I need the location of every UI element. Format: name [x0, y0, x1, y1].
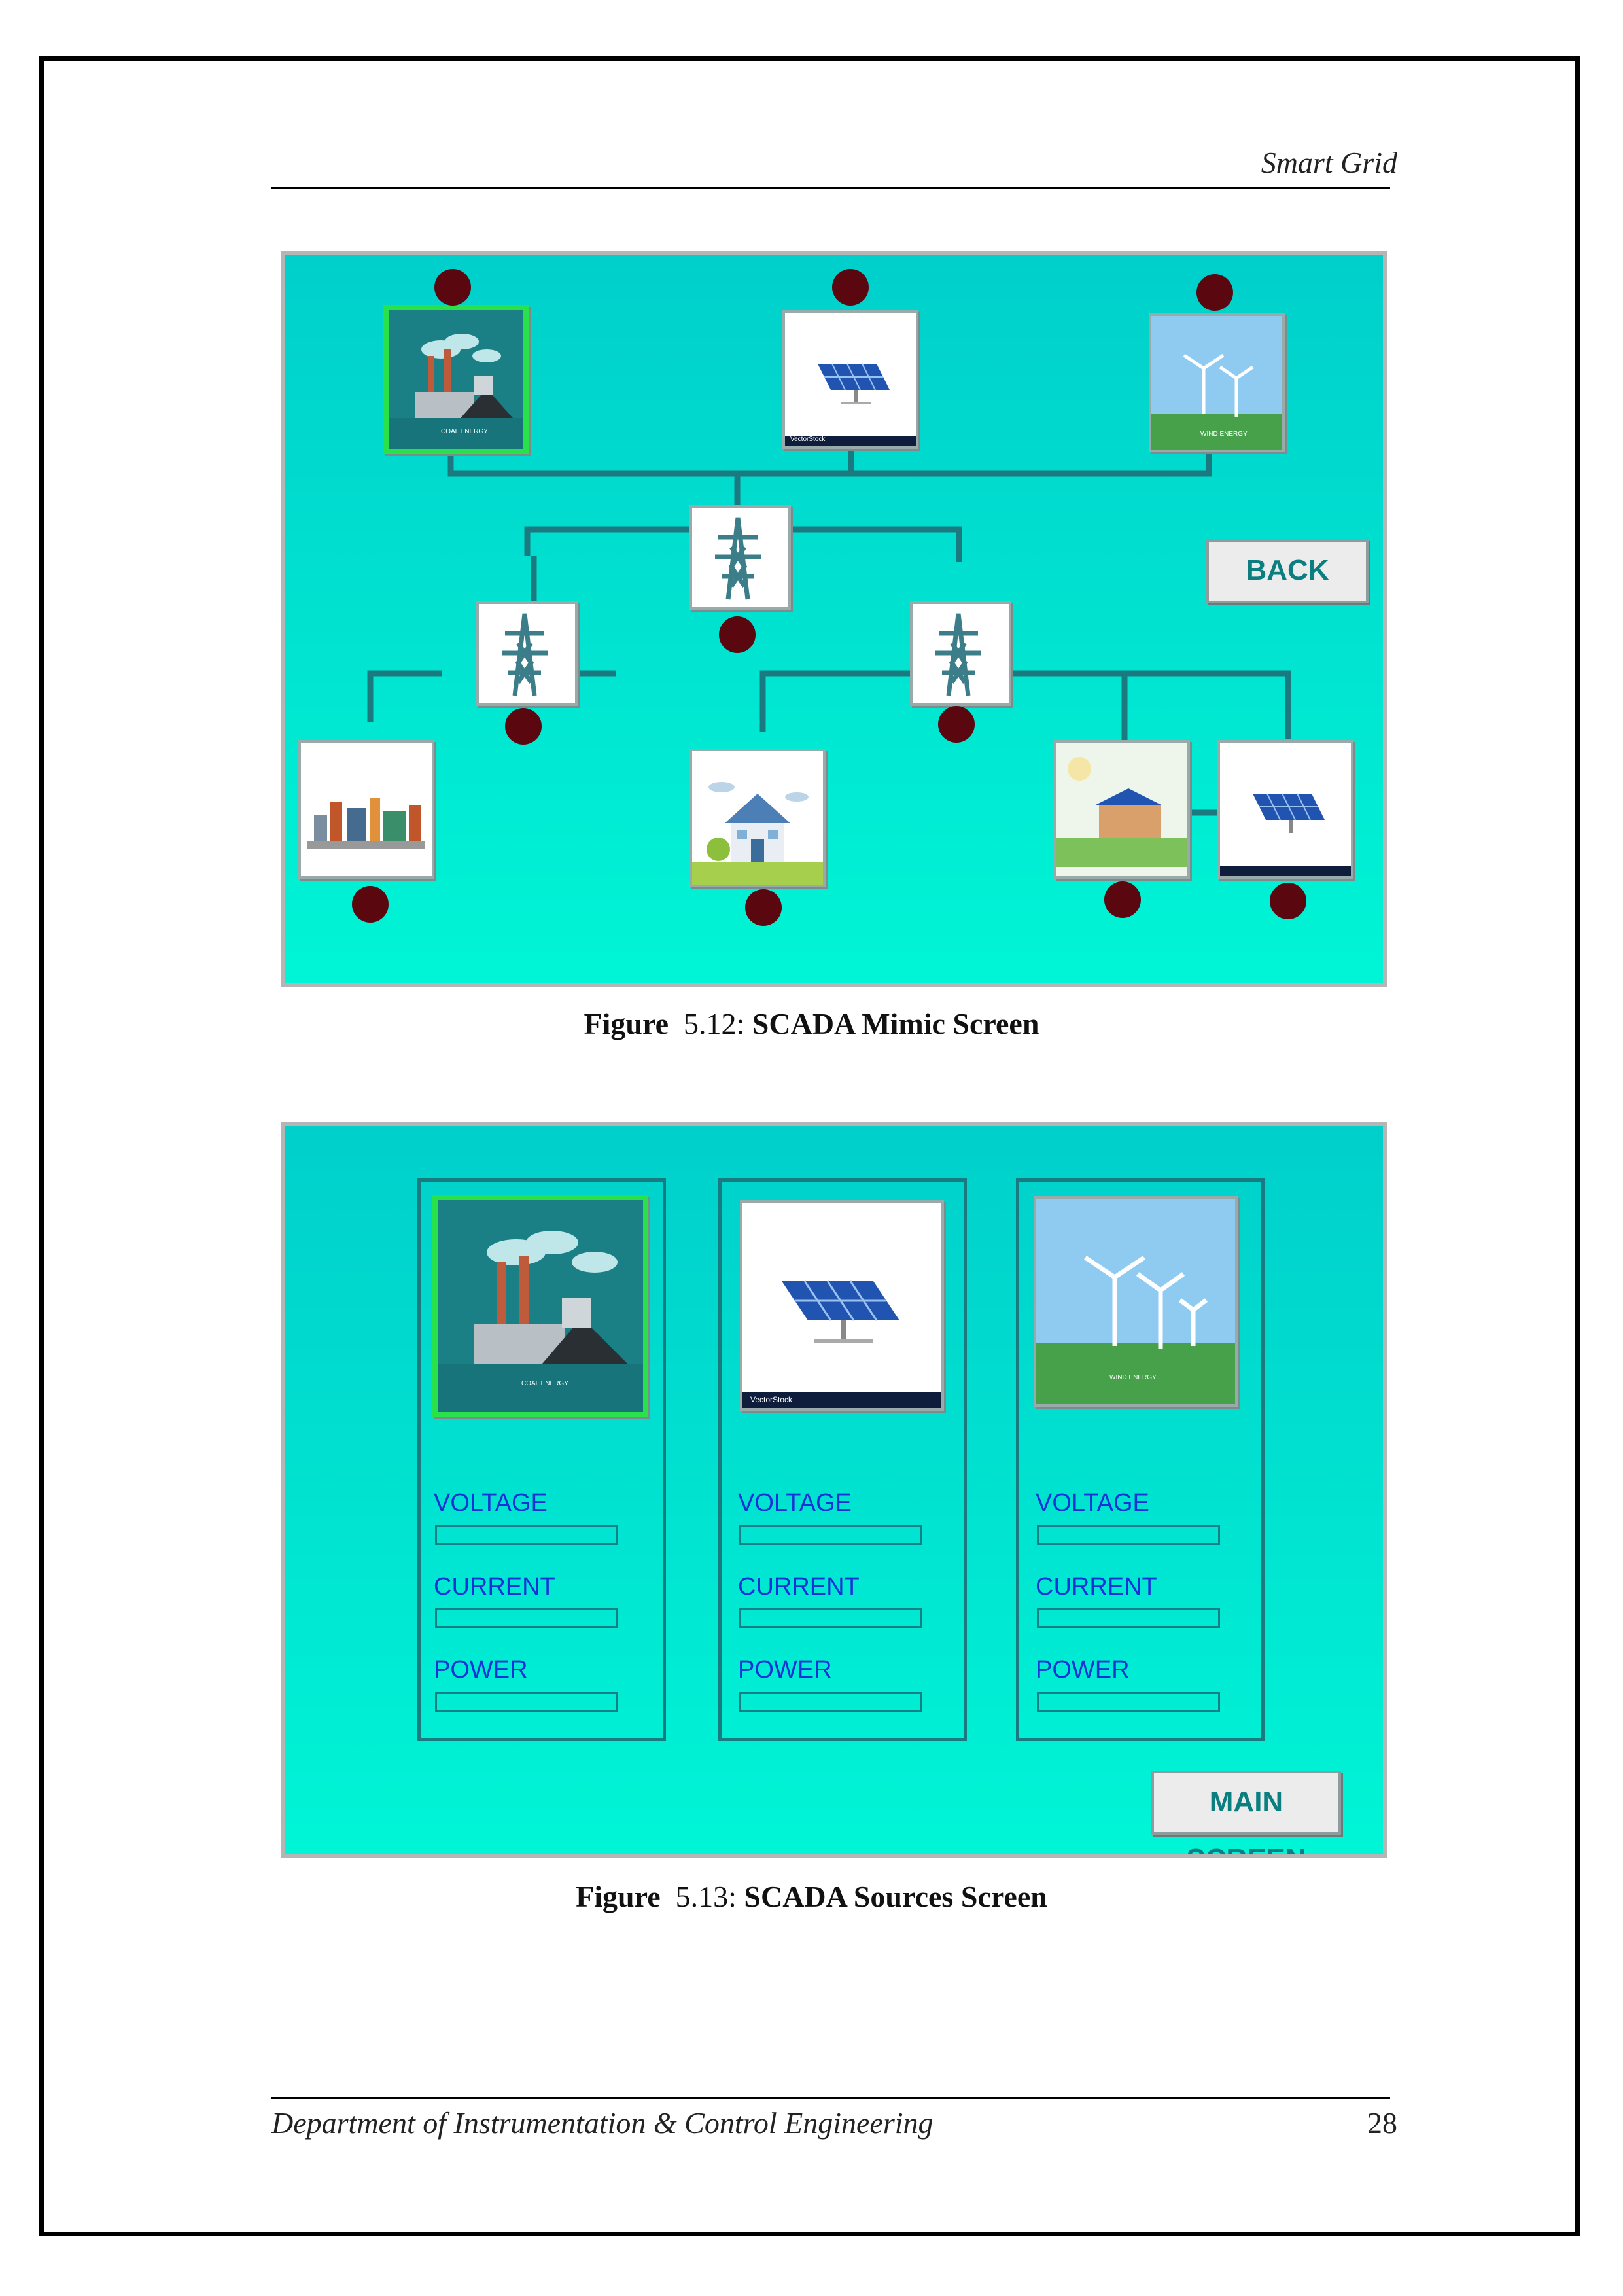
coal-voltage-field[interactable] [435, 1525, 618, 1545]
main-tower-status-lamp [719, 616, 756, 653]
back-button[interactable]: BACK [1206, 539, 1369, 603]
solar-power-field[interactable] [739, 1692, 922, 1712]
solar-source-panel: VectorStock VOLTAGE CURRENT POWER [718, 1178, 967, 1741]
scada-mimic-screen: COAL ENERGY VectorStock WIND ENERGY [281, 251, 1387, 987]
coal-power-label: POWER [434, 1656, 528, 1684]
residential-load-tile[interactable] [689, 749, 826, 887]
coal-voltage-label: VOLTAGE [434, 1489, 548, 1517]
solar-voltage-label: VOLTAGE [738, 1489, 852, 1517]
figure-title: SCADA Sources Screen [744, 1880, 1047, 1913]
transmission-tower-icon [935, 613, 981, 696]
figure-number: 5.13: [675, 1880, 737, 1913]
solar-current-label: CURRENT [738, 1573, 860, 1600]
main-screen-button[interactable]: MAIN SCREEN [1151, 1771, 1341, 1854]
footer-department: Department of Instrumentation & Control … [271, 2106, 934, 2140]
solar-current-field[interactable] [739, 1608, 922, 1628]
wind-farm-tile[interactable]: WIND ENERGY [1149, 313, 1285, 452]
wind-status-lamp [1196, 274, 1233, 311]
figure-title: SCADA Mimic Screen [752, 1007, 1039, 1040]
coal-plant-icon [389, 310, 523, 449]
wind-source-panel: WIND ENERGY VOLTAGE CURRENT POWER [1016, 1178, 1265, 1741]
wind-power-label: POWER [1036, 1656, 1130, 1684]
solar-house-status-lamp [1104, 881, 1141, 918]
solar-panel-icon [785, 363, 916, 446]
residential-status-lamp [745, 889, 782, 926]
coal-source-image[interactable]: COAL ENERGY [432, 1195, 648, 1417]
solar-voltage-field[interactable] [739, 1525, 922, 1545]
wind-source-caption: WIND ENERGY [1109, 1374, 1157, 1381]
solar-roof-house-icon [1056, 743, 1187, 876]
factory-city-icon [307, 798, 425, 849]
coal-power-field[interactable] [435, 1692, 618, 1712]
coal-plant-icon [438, 1200, 643, 1412]
solar-tile-caption: VectorStock [790, 436, 826, 443]
house-icon [692, 782, 823, 885]
coal-current-label: CURRENT [434, 1573, 555, 1600]
rooftop-solar-tile[interactable] [1217, 740, 1353, 879]
figure-number: 5.12: [684, 1007, 745, 1040]
solar-house-tile[interactable] [1054, 740, 1190, 879]
main-transmission-tower-tile[interactable] [689, 505, 791, 610]
solar-source-caption: VectorStock [750, 1395, 793, 1404]
figure-label: Figure [584, 1007, 669, 1040]
left-transmission-tower-tile[interactable] [476, 601, 578, 706]
solar-status-lamp [832, 269, 869, 306]
coal-plant-tile[interactable]: COAL ENERGY [383, 305, 529, 454]
wind-current-label: CURRENT [1036, 1573, 1157, 1600]
solar-plant-tile[interactable]: VectorStock [782, 310, 918, 449]
coal-source-caption: COAL ENERGY [521, 1380, 568, 1387]
scada-sources-screen: COAL ENERGY VOLTAGE CURRENT POWER Vector… [281, 1122, 1387, 1858]
rooftop-solar-status-lamp [1270, 883, 1306, 919]
wind-voltage-label: VOLTAGE [1036, 1489, 1149, 1517]
transmission-tower-icon [715, 517, 761, 600]
figure-label: Figure [576, 1880, 661, 1913]
right-transmission-tower-tile[interactable] [910, 601, 1011, 706]
wind-turbine-icon [1036, 1199, 1235, 1404]
coal-tile-caption: COAL ENERGY [441, 428, 488, 435]
industrial-load-tile[interactable] [298, 740, 434, 879]
coal-status-lamp [434, 269, 471, 306]
wind-source-image[interactable]: WIND ENERGY [1034, 1196, 1238, 1407]
coal-current-field[interactable] [435, 1608, 618, 1628]
figure-5-13-caption: Figure 5.13: SCADA Sources Screen [0, 1879, 1623, 1914]
solar-source-image[interactable]: VectorStock [740, 1200, 944, 1411]
page-number: 28 [1367, 2106, 1397, 2140]
transmission-tower-icon [502, 613, 548, 696]
page-border [39, 56, 1580, 2236]
header-rule [271, 187, 1390, 189]
footer-rule [271, 2097, 1390, 2099]
solar-panel-icon [742, 1280, 941, 1408]
running-header: Smart Grid [1261, 146, 1397, 179]
wind-turbine-icon [1151, 316, 1282, 450]
wind-voltage-field[interactable] [1037, 1525, 1220, 1545]
wind-current-field[interactable] [1037, 1608, 1220, 1628]
wind-power-field[interactable] [1037, 1692, 1220, 1712]
solar-panel-icon [1220, 793, 1351, 876]
left-tower-status-lamp [505, 708, 542, 745]
figure-5-12-caption: Figure 5.12: SCADA Mimic Screen [0, 1006, 1623, 1041]
wind-tile-caption: WIND ENERGY [1200, 431, 1248, 438]
industrial-status-lamp [352, 886, 389, 923]
solar-power-label: POWER [738, 1656, 832, 1684]
right-tower-status-lamp [938, 706, 975, 743]
coal-source-panel: COAL ENERGY VOLTAGE CURRENT POWER [417, 1178, 666, 1741]
